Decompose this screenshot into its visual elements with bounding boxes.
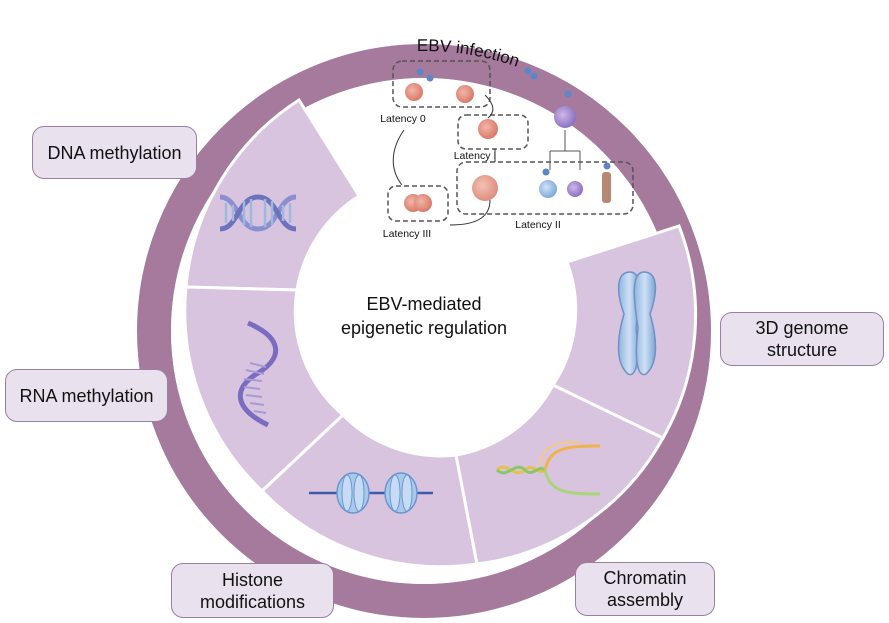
ebv-virion-4: [530, 72, 538, 80]
latency2-label: Latency II: [515, 219, 561, 231]
latency1-box: [457, 114, 529, 150]
nucleosome-icon: [309, 472, 433, 514]
latency2-box: [456, 161, 634, 215]
ebv-virion-1: [416, 68, 424, 76]
segment-chromatin-assembly: [454, 383, 666, 566]
latency1-cell: [478, 119, 498, 139]
ebv-virion-6: [542, 168, 550, 176]
label-rna-methylation: RNA methylation: [5, 369, 168, 422]
latency0-cell-1: [405, 83, 423, 101]
latency0-label: Latency 0: [380, 113, 426, 125]
arrow-latency3-to-latency2: [449, 199, 491, 226]
label-chromatin-line1: Chromatin: [603, 568, 687, 588]
latency2-cell-purple: [567, 181, 583, 197]
label-3d-genome-structure: 3D genome structure: [720, 312, 884, 366]
latency2-cell-blue: [539, 180, 557, 198]
label-histone-modifications: Histone modifications: [171, 563, 334, 618]
arrow-latency0-to-latency1: [484, 94, 494, 119]
dna-double-helix-icon: [219, 194, 297, 232]
label-genome-line2: structure: [766, 340, 838, 360]
latency3-label: Latency III: [383, 228, 431, 240]
label-chromatin-assembly: Chromatin assembly: [575, 562, 715, 616]
arrow-latency0-to-latency3: [392, 129, 405, 186]
differentiation-branch: [549, 130, 581, 170]
ebv-virion-3: [524, 67, 532, 75]
latency2-cell-red: [472, 175, 498, 201]
latency0-box: [392, 60, 491, 108]
latency0-cell-2: [456, 85, 474, 103]
label-rna-methylation-text: RNA methylation: [19, 385, 154, 406]
b-cell-purple: [554, 106, 576, 128]
latency3-box: [387, 185, 449, 222]
ebv-latency-illustration: Latency 0 Latency I Latency II Latency I…: [380, 60, 634, 240]
ebv-virion-7: [603, 162, 611, 170]
latency2-cell-epithelial: [602, 172, 611, 203]
label-chromatin-line2: assembly: [606, 590, 684, 610]
ebv-virion-5: [564, 90, 572, 98]
latency1-label: Latency I: [454, 150, 497, 162]
segment-dna-methylation: [184, 97, 362, 292]
label-histone-line1: Histone: [221, 569, 284, 590]
center-title-line2: epigenetic regulation: [341, 318, 507, 338]
label-genome-line1: 3D genome: [755, 318, 849, 338]
label-dna-methylation: DNA methylation: [32, 126, 197, 179]
label-histone-line2: modifications: [199, 591, 306, 612]
dna-replication-fork-icon: [495, 441, 601, 496]
latency3-cell-2: [414, 194, 432, 212]
rna-helix-icon: [238, 320, 278, 428]
center-title-line1: EBV-mediated: [366, 294, 481, 314]
ebv-virion-2: [426, 74, 434, 82]
chromosome-icon: [617, 271, 657, 376]
label-dna-methylation-text: DNA methylation: [47, 142, 182, 163]
